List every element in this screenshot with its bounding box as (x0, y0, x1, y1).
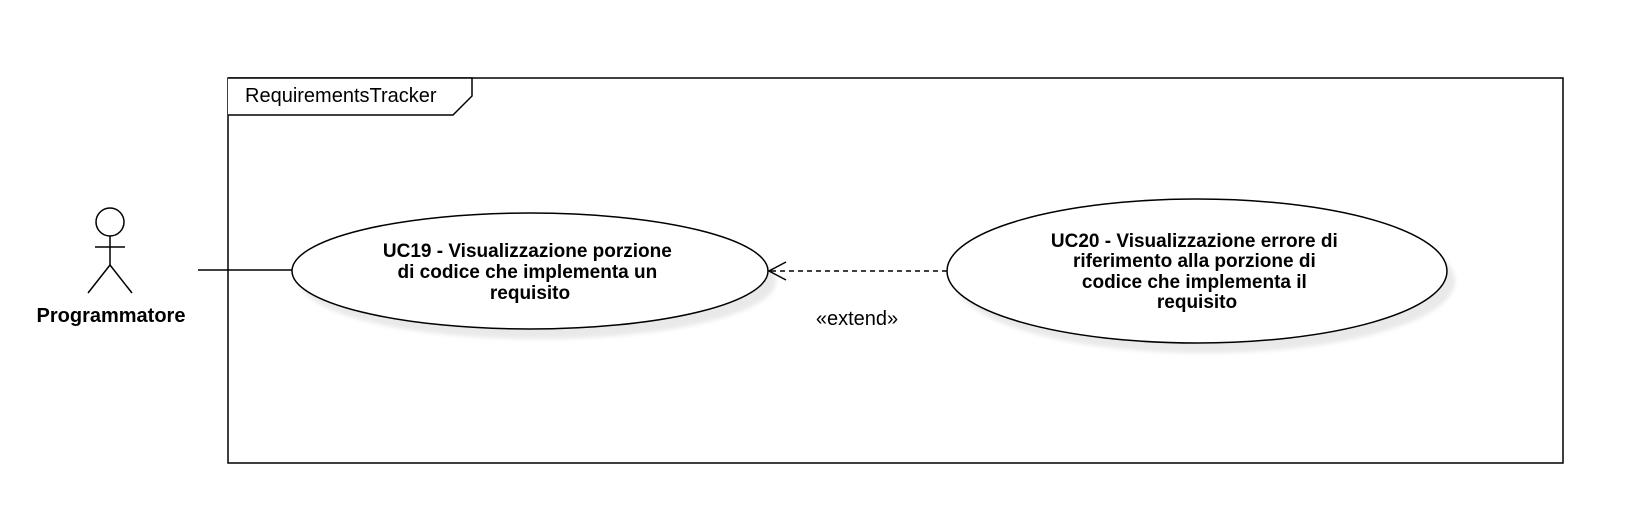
actor-head (95, 207, 125, 237)
extend-arrowhead (767, 261, 787, 281)
extend-stereotype: «extend» (816, 308, 898, 330)
actor-right-leg (109, 264, 133, 294)
actor-programmatore: Programmatore (37, 207, 186, 327)
use-case-label-line: requisito (490, 283, 570, 304)
extend-dependency: «extend» (767, 261, 947, 330)
use-case-uc19: UC19 - Visualizzazione porzione di codic… (291, 212, 776, 339)
system-name: RequirementsTracker (245, 85, 437, 107)
use-case-label-line: riferimento alla porzione di (1073, 251, 1316, 272)
use-case-label: UC20 - Visualizzazione errore di riferim… (1051, 231, 1343, 313)
system-frame: RequirementsTracker (227, 77, 1564, 464)
use-case-label: UC19 - Visualizzazione porzione di codic… (383, 241, 677, 304)
actor-left-leg (87, 264, 111, 294)
use-case-label-line: UC19 - Visualizzazione porzione (383, 241, 672, 262)
use-case-label-line: codice che implementa il (1082, 272, 1307, 293)
use-case-label-line: di codice che implementa un (397, 262, 657, 283)
use-case-label-line: requisito (1157, 292, 1237, 313)
use-case-uc20: UC20 - Visualizzazione errore di riferim… (946, 198, 1455, 353)
use-case-label-line: UC20 - Visualizzazione errore di (1051, 231, 1338, 252)
actor-name: Programmatore (37, 305, 186, 327)
frame-label-tab (228, 77, 473, 116)
